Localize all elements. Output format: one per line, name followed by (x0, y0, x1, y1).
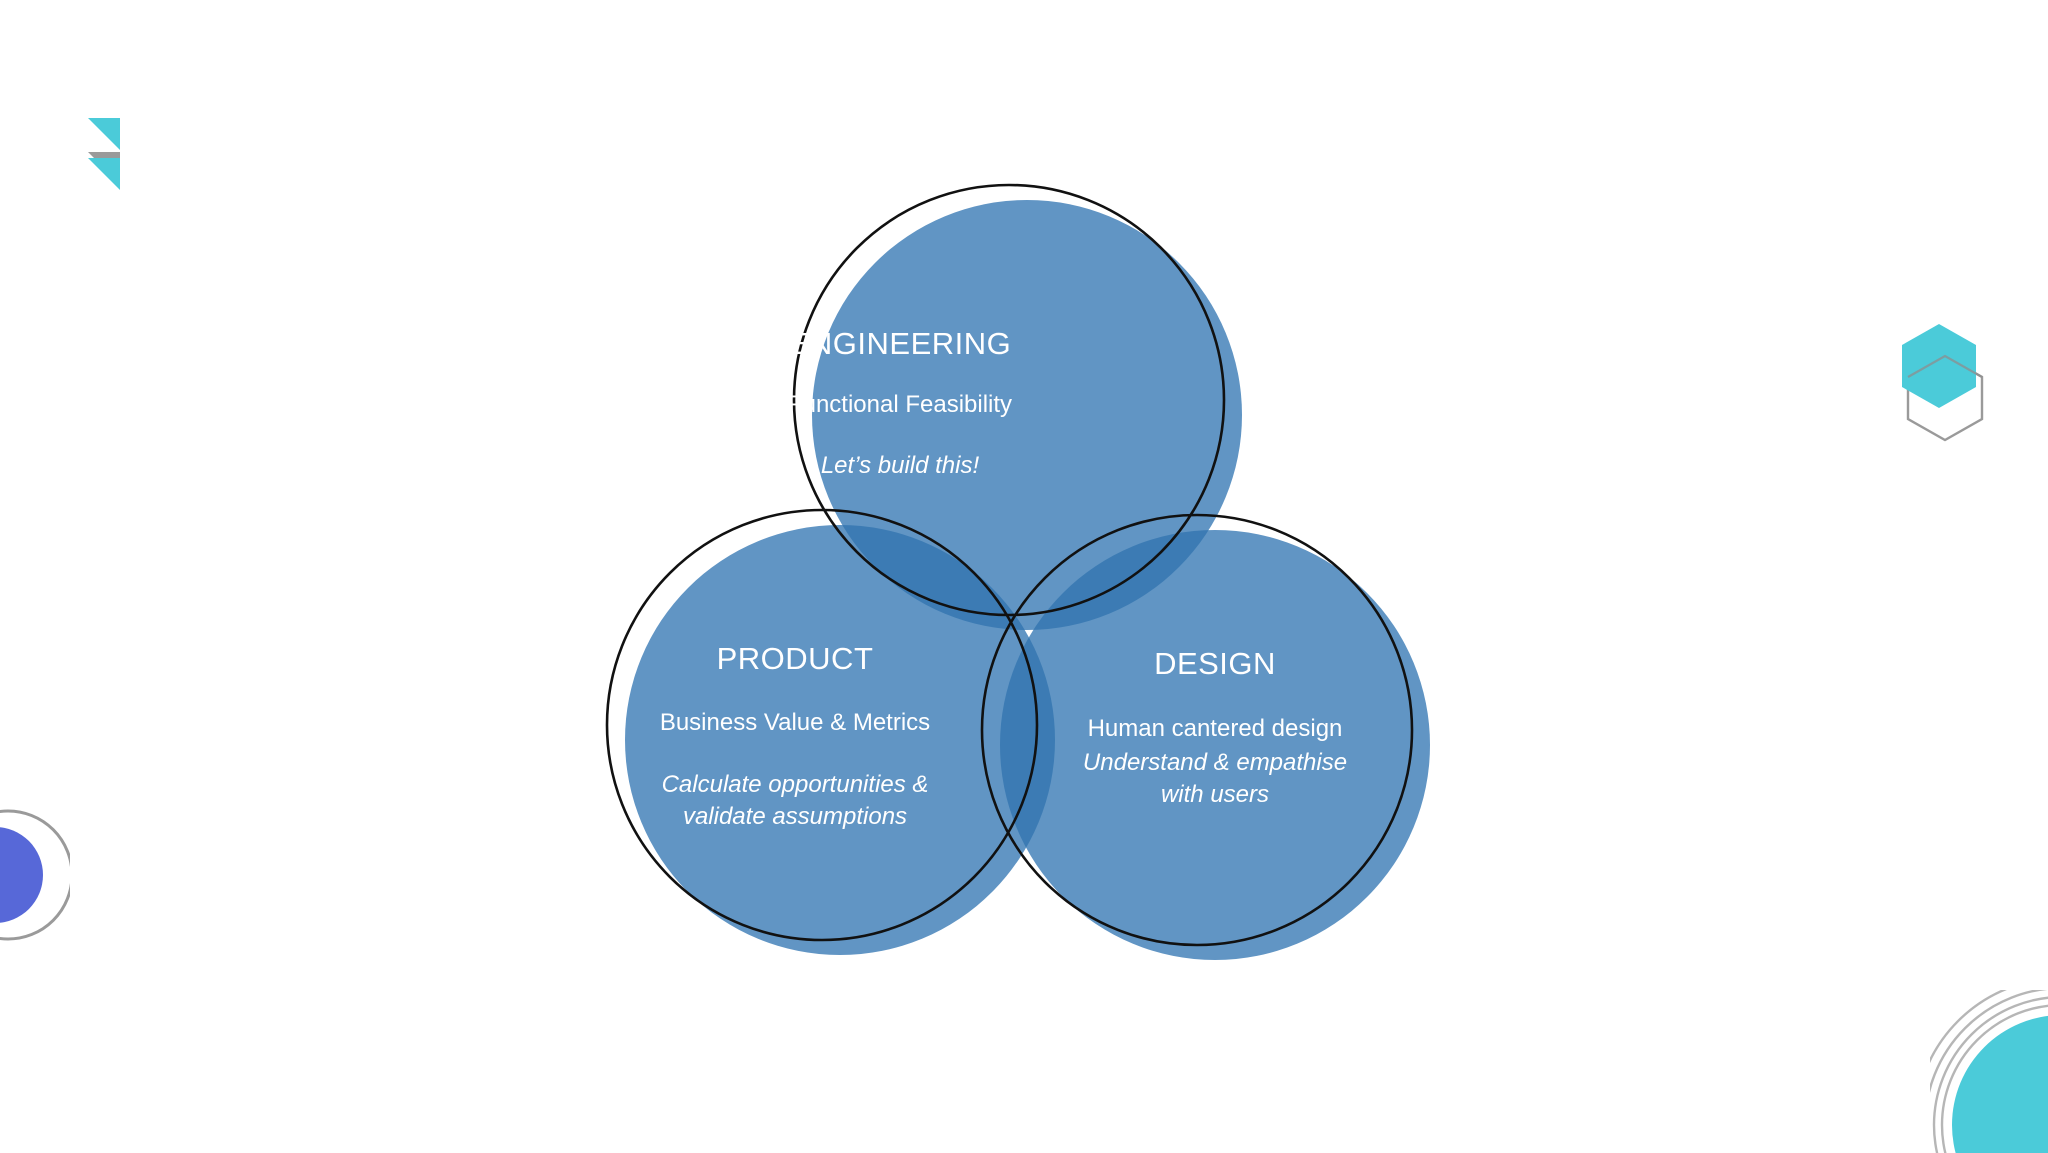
engineering-circle-outline (792, 183, 1226, 617)
design-label-group: DESIGN Human cantered design Understand … (1080, 645, 1350, 810)
product-title: PRODUCT (716, 641, 874, 676)
product-circle-outline (605, 508, 1039, 942)
engineering-subtitle: Functional Feasibility (787, 391, 1013, 419)
circle-decoration-left (0, 809, 70, 941)
engineering-title: ENGINEERING (788, 326, 1012, 361)
hexagon-outline-overlap (1907, 354, 1983, 378)
ring-fill-cyan (1952, 1015, 2048, 1153)
design-callout: Understand & empathise with users (1082, 748, 1348, 808)
product-circle-fill[interactable] (625, 525, 1055, 955)
product-callout: Calculate opportunities & validate assum… (661, 770, 929, 830)
ring-outer-1 (1940, 1004, 2048, 1153)
design-circle-outline (980, 513, 1414, 947)
product-label-group: PRODUCT Business Value & Metrics Calcula… (630, 640, 960, 832)
venn-outlines (605, 183, 1414, 947)
venn-fills (625, 200, 1430, 960)
circle-fill-left (0, 827, 43, 923)
hexagon-pair-decoration (1902, 324, 1984, 442)
design-subtitle: Human cantered design (1087, 715, 1343, 743)
triangle-stack-decoration (88, 118, 120, 190)
design-circle-fill[interactable] (1000, 530, 1430, 960)
triangle-icon-cyan-top (88, 118, 120, 150)
engineering-circle-fill[interactable] (812, 200, 1242, 630)
ring-outer-2 (1932, 996, 2048, 1153)
hexagon-filled-icon (1902, 324, 1976, 408)
design-title: DESIGN (1154, 646, 1276, 681)
concentric-rings-decoration (1930, 990, 2048, 1153)
engineering-label-group: ENGINEERING Functional Feasibility Let’s… (700, 325, 1100, 482)
product-subtitle: Business Value & Metrics (659, 709, 931, 737)
engineering-callout: Let’s build this! (820, 451, 980, 479)
triangle-icon-cyan-lower (88, 158, 120, 190)
circle-outline-left (0, 809, 70, 941)
